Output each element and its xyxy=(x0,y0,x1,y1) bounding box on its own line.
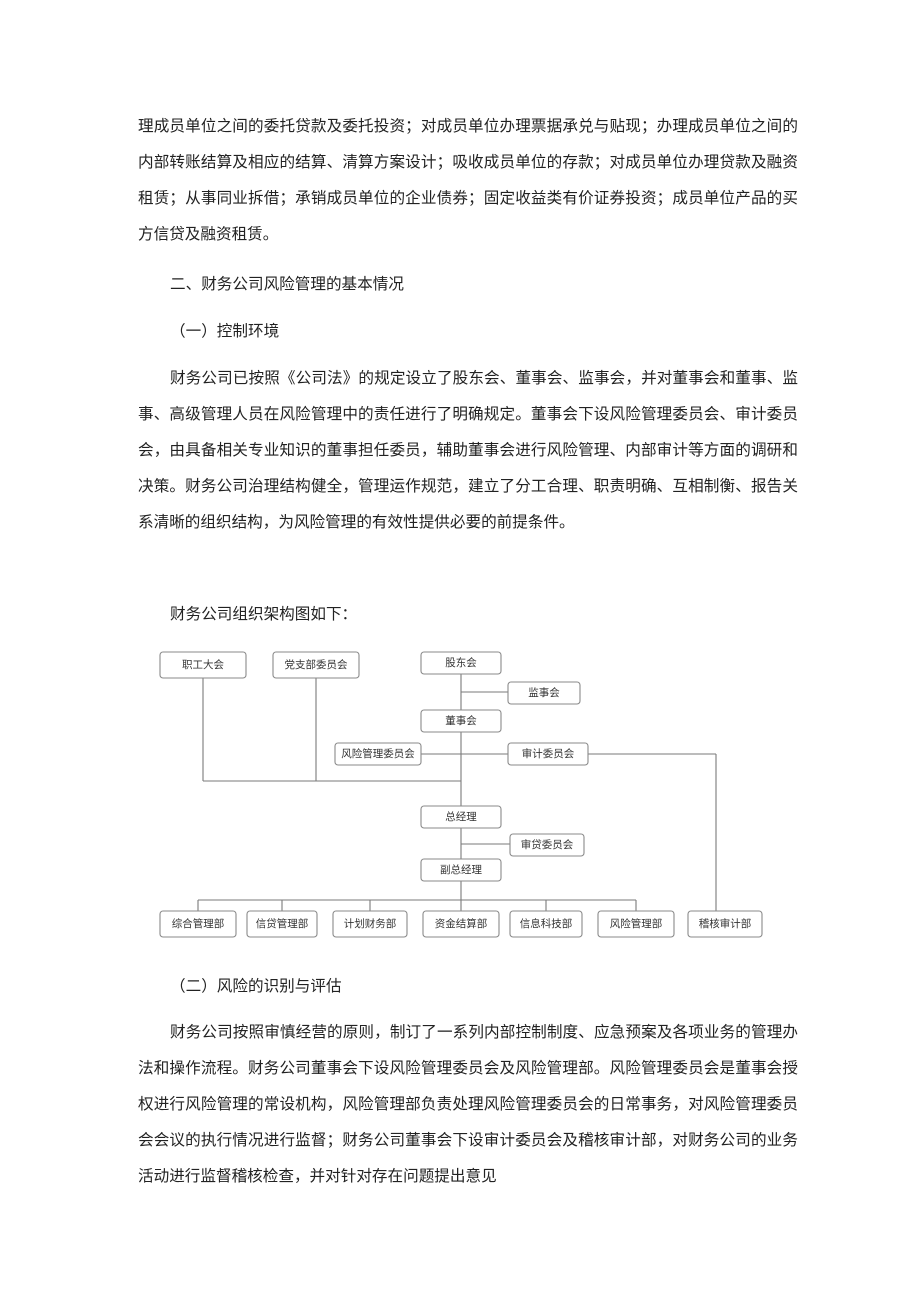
node-general-manager: 总经理 xyxy=(420,805,502,829)
node-label: 副总经理 xyxy=(440,863,482,876)
node-label: 审计委员会 xyxy=(522,747,575,760)
node-credit-committee: 审贷委员会 xyxy=(509,833,585,857)
node-label: 股东会 xyxy=(445,656,477,669)
subsection-title-control-environment: （一）控制环境 xyxy=(170,322,280,340)
node-dept-audit: 稽核审计部 xyxy=(687,910,763,938)
node-deputy-general-manager: 副总经理 xyxy=(420,858,502,882)
paragraph-control-environment: 财务公司已按照《公司法》的规定设立了股东会、董事会、监事会，并对董事会和董事、监… xyxy=(138,369,798,531)
node-workers-congress: 职工大会 xyxy=(159,651,247,679)
node-label: 董事会 xyxy=(445,714,477,727)
node-dept-planning-finance: 计划财务部 xyxy=(332,910,408,938)
node-label: 计划财务部 xyxy=(344,917,397,930)
node-label: 风险管理委员会 xyxy=(341,747,415,760)
node-party-committee: 党支部委员会 xyxy=(272,651,360,679)
node-label: 信息科技部 xyxy=(520,917,573,930)
node-dept-fund-settlement: 资金结算部 xyxy=(422,910,500,938)
org-chart-intro: 财务公司组织架构图如下： xyxy=(170,605,358,623)
node-label: 信贷管理部 xyxy=(256,917,309,930)
node-label: 职工大会 xyxy=(182,658,224,671)
section-title-risk-management: 二、财务公司风险管理的基本情况 xyxy=(170,275,404,293)
node-label: 稽核审计部 xyxy=(699,917,752,930)
node-label: 审贷委员会 xyxy=(521,838,574,851)
node-dept-general-management: 综合管理部 xyxy=(159,910,237,938)
node-label: 综合管理部 xyxy=(172,917,225,930)
node-label: 监事会 xyxy=(528,686,560,699)
node-dept-risk-management: 风险管理部 xyxy=(597,910,675,938)
subsection-title-risk-identification: （二）风险的识别与评估 xyxy=(170,977,342,995)
node-shareholders-meeting: 股东会 xyxy=(420,651,502,675)
node-label: 风险管理部 xyxy=(610,917,663,930)
node-board-of-supervisors: 监事会 xyxy=(507,681,581,705)
node-board-of-directors: 董事会 xyxy=(420,709,502,733)
node-label: 资金结算部 xyxy=(435,917,488,930)
node-audit-committee: 审计委员会 xyxy=(507,742,589,766)
paragraph-business-scope: 理成员单位之间的委托贷款及委托投资；对成员单位办理票据承兑与贴现；办理成员单位之… xyxy=(138,117,798,243)
node-dept-credit-management: 信贷管理部 xyxy=(246,910,318,938)
node-label: 党支部委员会 xyxy=(285,658,348,671)
node-risk-management-committee: 风险管理委员会 xyxy=(334,742,422,766)
org-chart-diagram: 职工大会 党支部委员会 股东会 监事会 董事会 风险管理委员会 审计委员会 总 xyxy=(159,651,763,938)
paragraph-risk-identification: 财务公司按照审慎经营的原则，制订了一系列内部控制制度、应急预案及各项业务的管理办… xyxy=(138,1023,798,1185)
node-dept-information-technology: 信息科技部 xyxy=(509,910,583,938)
org-chart-connectors xyxy=(197,674,717,911)
node-label: 总经理 xyxy=(445,810,477,823)
